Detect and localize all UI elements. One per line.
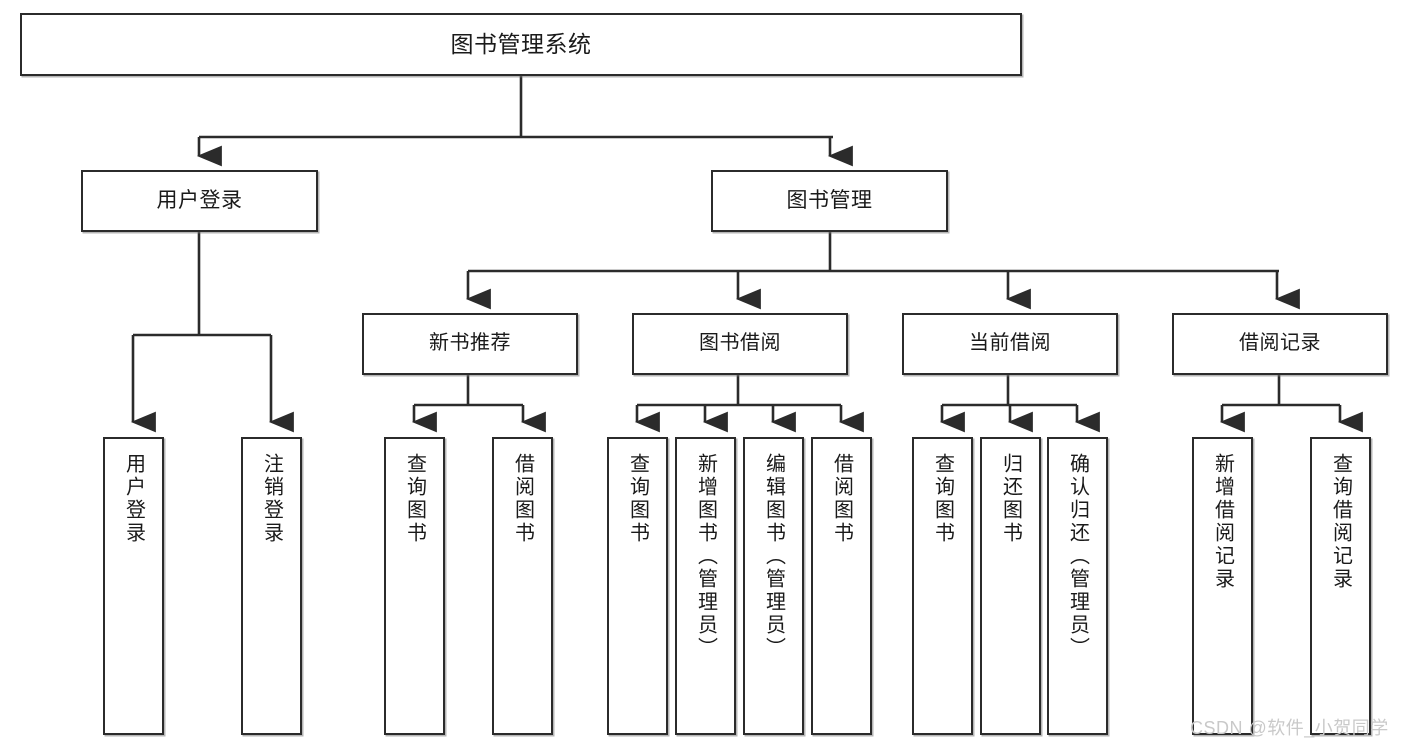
leaf-return-book[interactable]: 归还图书 xyxy=(980,437,1041,735)
leaf-add-book-label: 新增图书（管理员） xyxy=(694,453,717,660)
node-user-login-label: 用户登录 xyxy=(156,188,243,212)
leaf-query-record-label: 查询借阅记录 xyxy=(1329,453,1352,591)
leaf-query-record[interactable]: 查询借阅记录 xyxy=(1310,437,1371,735)
leaf-edit-book[interactable]: 编辑图书（管理员） xyxy=(743,437,804,735)
leaf-borrow-book-1[interactable]: 借阅图书 xyxy=(492,437,553,735)
leaf-query-book-2[interactable]: 查询图书 xyxy=(607,437,668,735)
leaf-borrow-book-1-label: 借阅图书 xyxy=(511,453,534,545)
node-current-borrow-label: 当前借阅 xyxy=(969,332,1051,355)
leaf-add-record[interactable]: 新增借阅记录 xyxy=(1192,437,1253,735)
leaf-confirm-return[interactable]: 确认归还（管理员） xyxy=(1047,437,1108,735)
leaf-logout-label: 注销登录 xyxy=(260,453,283,545)
leaf-query-book-1[interactable]: 查询图书 xyxy=(384,437,445,735)
leaf-add-book[interactable]: 新增图书（管理员） xyxy=(675,437,736,735)
leaf-return-book-label: 归还图书 xyxy=(999,453,1022,545)
leaf-logout[interactable]: 注销登录 xyxy=(241,437,302,735)
leaf-query-book-1-label: 查询图书 xyxy=(403,453,426,545)
leaf-user-login-label: 用户登录 xyxy=(122,453,145,545)
leaf-query-book-3[interactable]: 查询图书 xyxy=(912,437,973,735)
leaf-add-record-label: 新增借阅记录 xyxy=(1211,453,1234,591)
leaf-edit-book-label: 编辑图书（管理员） xyxy=(762,453,785,660)
leaf-confirm-return-label: 确认归还（管理员） xyxy=(1066,453,1089,660)
leaf-query-book-2-label: 查询图书 xyxy=(626,453,649,545)
node-current-borrow[interactable]: 当前借阅 xyxy=(902,313,1118,375)
leaf-borrow-book-2-label: 借阅图书 xyxy=(830,453,853,545)
node-book-borrow[interactable]: 图书借阅 xyxy=(632,313,848,375)
node-book-manage[interactable]: 图书管理 xyxy=(711,170,948,232)
csdn-watermark: CSDN @软件_小贺同学 xyxy=(1190,718,1389,738)
leaf-query-book-3-label: 查询图书 xyxy=(931,453,954,545)
leaf-user-login[interactable]: 用户登录 xyxy=(103,437,164,735)
leaf-borrow-book-2[interactable]: 借阅图书 xyxy=(811,437,872,735)
node-new-book-rec-label: 新书推荐 xyxy=(429,332,511,355)
node-new-book-rec[interactable]: 新书推荐 xyxy=(362,313,578,375)
node-root-label: 图书管理系统 xyxy=(450,30,592,57)
node-user-login[interactable]: 用户登录 xyxy=(81,170,318,232)
node-borrow-record-label: 借阅记录 xyxy=(1239,332,1321,355)
node-book-manage-label: 图书管理 xyxy=(786,188,873,212)
node-root[interactable]: 图书管理系统 xyxy=(20,13,1022,76)
node-borrow-record[interactable]: 借阅记录 xyxy=(1172,313,1388,375)
node-book-borrow-label: 图书借阅 xyxy=(699,332,781,355)
